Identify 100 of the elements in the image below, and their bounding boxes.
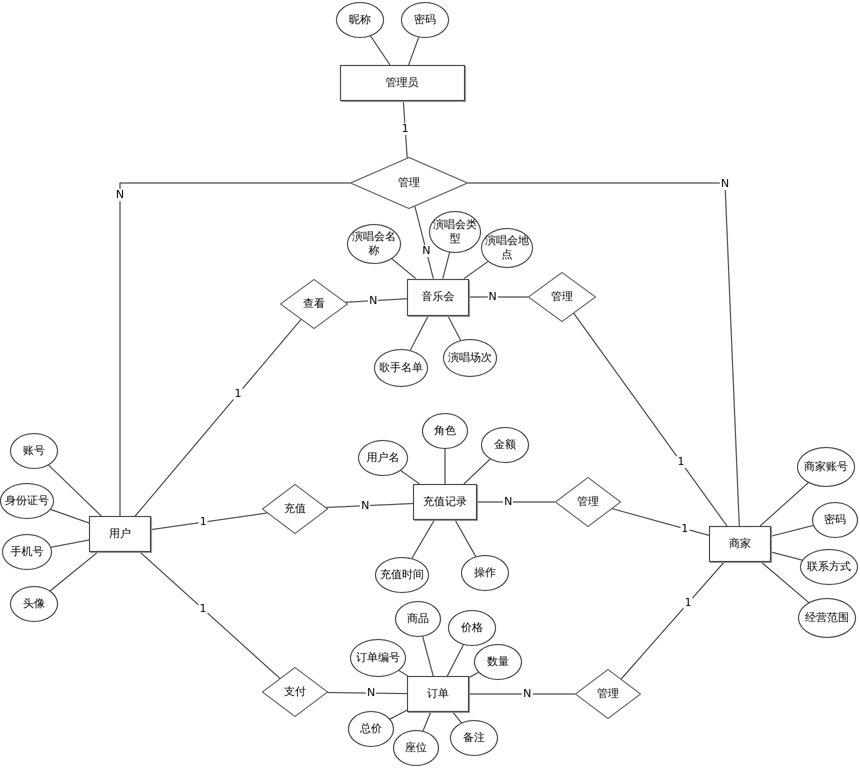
connector-line [345,298,408,303]
connector-line [770,525,814,537]
connector-line [770,552,803,561]
attribute-name: 座位 [404,741,428,755]
relationship-diamond [262,484,328,534]
entity-box [340,65,464,101]
attribute-name: 昵称 [348,13,372,27]
attribute-ellipse [422,413,468,449]
attribute-ellipse [2,534,52,570]
cardinality-label: N [114,189,126,202]
connector-line [468,182,740,526]
connector-line [468,296,528,298]
cardinality-label: N [368,294,378,307]
entity-name: 订单 [426,687,450,701]
attribute-ellipse [395,601,441,637]
connector-line [447,315,462,341]
cardinality-label: 1 [198,602,208,615]
connector-line [422,636,434,676]
attribute-ellipse [450,720,498,756]
attribute-ellipse [358,440,408,476]
cardinality-label: 1 [680,522,690,535]
relationship-name: 充值 [283,502,307,516]
connector-line [422,712,432,732]
attribute-name: 商家账号 [803,460,849,474]
attribute-name: 联系方式 [806,560,852,574]
attribute-name: 手机号 [10,545,44,559]
connector-line [410,315,429,351]
cardinality-label: 1 [400,123,410,136]
attribute-ellipse [812,502,858,538]
connector-line [573,312,728,526]
connector-line [414,206,434,279]
relationship-name: 管理 [596,687,620,701]
cardinality-label: 1 [233,388,242,400]
connector-line [760,482,809,526]
relationship-name: 管理 [397,176,421,190]
connector-line [50,509,90,524]
connector-line [468,672,479,678]
connector-line [408,36,420,66]
attribute-name: 密码 [413,13,437,27]
attribute-ellipse [393,730,439,766]
entity-name: 音乐会 [420,290,456,304]
cardinality-label: N [421,245,432,258]
attribute-name: 头像 [22,597,46,611]
cardinality-label: N [522,688,532,700]
attribute-ellipse [461,555,509,591]
attribute-ellipse [429,211,481,253]
connector-line [444,448,446,484]
attribute-name: 总价 [359,722,383,736]
connector-line [464,261,488,279]
attribute-name: 金额 [493,438,517,452]
attribute-name: 备注 [462,731,486,745]
attribute-ellipse [448,610,496,646]
attribute-ellipse [336,2,384,38]
relationship-name: 管理 [576,495,600,509]
attribute-name: 数量 [486,655,510,669]
attribute-name: 价格 [460,621,484,635]
attribute-ellipse [347,224,401,264]
entity-name: 充值记录 [422,495,468,509]
attribute-ellipse [474,644,522,680]
connector-line [326,503,414,508]
attribute-ellipse [350,639,406,677]
attribute-ellipse [401,2,449,38]
connector-line [392,258,416,279]
entity-box [413,484,477,520]
cardinality-label: 1 [676,456,686,468]
attribute-name: 歌手名单 [378,361,424,375]
cardinality-label: N [720,178,730,190]
connector-line [411,520,435,559]
cardinality-label: N [360,500,370,512]
connector-line [612,508,710,536]
connector-line [760,562,810,603]
connector-line [452,712,462,724]
connector-line [446,644,464,676]
attribute-ellipse [0,483,54,519]
relationship-diamond [555,477,621,527]
connector-line [454,520,476,557]
entity-box [709,526,771,562]
relationship-diamond [528,272,596,322]
attribute-name: 商品 [406,612,430,626]
attribute-name: 操作 [473,566,497,580]
connector-line [620,562,725,680]
relationship-diamond [575,669,641,719]
attribute-name: 身份证号 [4,494,50,508]
cardinality-label: N [487,291,498,303]
attribute-name: 角色 [433,424,457,438]
connector-line [326,692,408,694]
connector-line [134,318,302,516]
relationship-name: 管理 [550,290,574,304]
entity-box [407,676,469,712]
attribute-name: 演唱会名称 [351,230,397,258]
entity-box [407,278,469,316]
entity-name: 用户 [108,527,132,541]
attribute-name: 演唱会地点 [484,234,530,262]
connector-line [463,458,491,484]
connector-line [150,512,268,530]
attribute-ellipse [375,557,429,593]
attribute-name: 账号 [22,444,46,458]
relationship-name: 查看 [302,297,326,311]
attribute-name: 经营范围 [804,611,850,625]
attribute-ellipse [443,339,497,377]
